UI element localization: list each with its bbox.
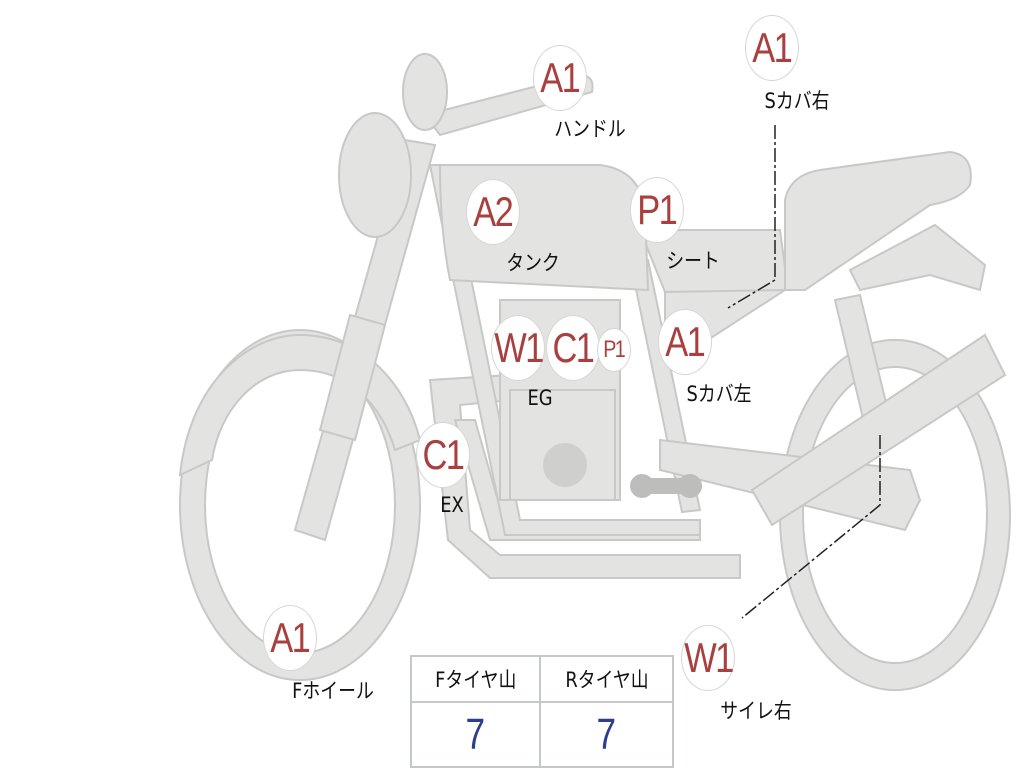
grade-badge-engine-p: P1 [597, 328, 631, 372]
muffler [750, 333, 1007, 527]
label-muffler-right: サイレ右 [720, 699, 792, 723]
leader-line-right-cover [727, 125, 776, 309]
mirror [402, 53, 448, 131]
grade-badge-handle: A1 [533, 45, 587, 111]
front-fender [178, 333, 422, 477]
label-side-cover-left: Sカバ左 [686, 382, 752, 406]
label-exhaust: EX [440, 493, 464, 517]
leader-line-muffler [741, 435, 881, 619]
front-tire-header: Fタイヤ山 [409, 655, 542, 703]
label-tank: タンク [506, 251, 560, 275]
grade-badge-exhaust: C1 [416, 422, 470, 488]
grade-badge-engine-c: C1 [546, 315, 600, 381]
grade-badge-engine-w: W1 [491, 315, 545, 381]
grade-badge-side-cover-right: A1 [745, 15, 799, 81]
grade-badge-tank: A2 [466, 179, 520, 245]
rear-tire-value: 7 [539, 701, 674, 768]
rear-wheel [778, 339, 1012, 691]
rear-tire-header: Rタイヤ山 [539, 655, 674, 703]
tire-tread-table: Fタイヤ山 Rタイヤ山 7 7 [409, 655, 674, 768]
tail-cowl [784, 150, 972, 291]
label-seat: シート [666, 249, 720, 273]
label-front-wheel: Fホイール [292, 679, 374, 703]
label-handle: ハンドル [554, 117, 626, 141]
grade-badge-seat: P1 [630, 177, 684, 243]
front-tire-value: 7 [409, 701, 542, 768]
engine-cover [543, 443, 587, 487]
label-engine: EG [527, 386, 553, 410]
label-side-cover-right: Sカバ右 [764, 89, 830, 113]
grade-badge-front-wheel: A1 [263, 605, 317, 671]
grade-badge-side-cover-left: A1 [658, 309, 712, 375]
grade-badge-muffler-right: W1 [681, 625, 735, 691]
headlight [338, 112, 412, 238]
